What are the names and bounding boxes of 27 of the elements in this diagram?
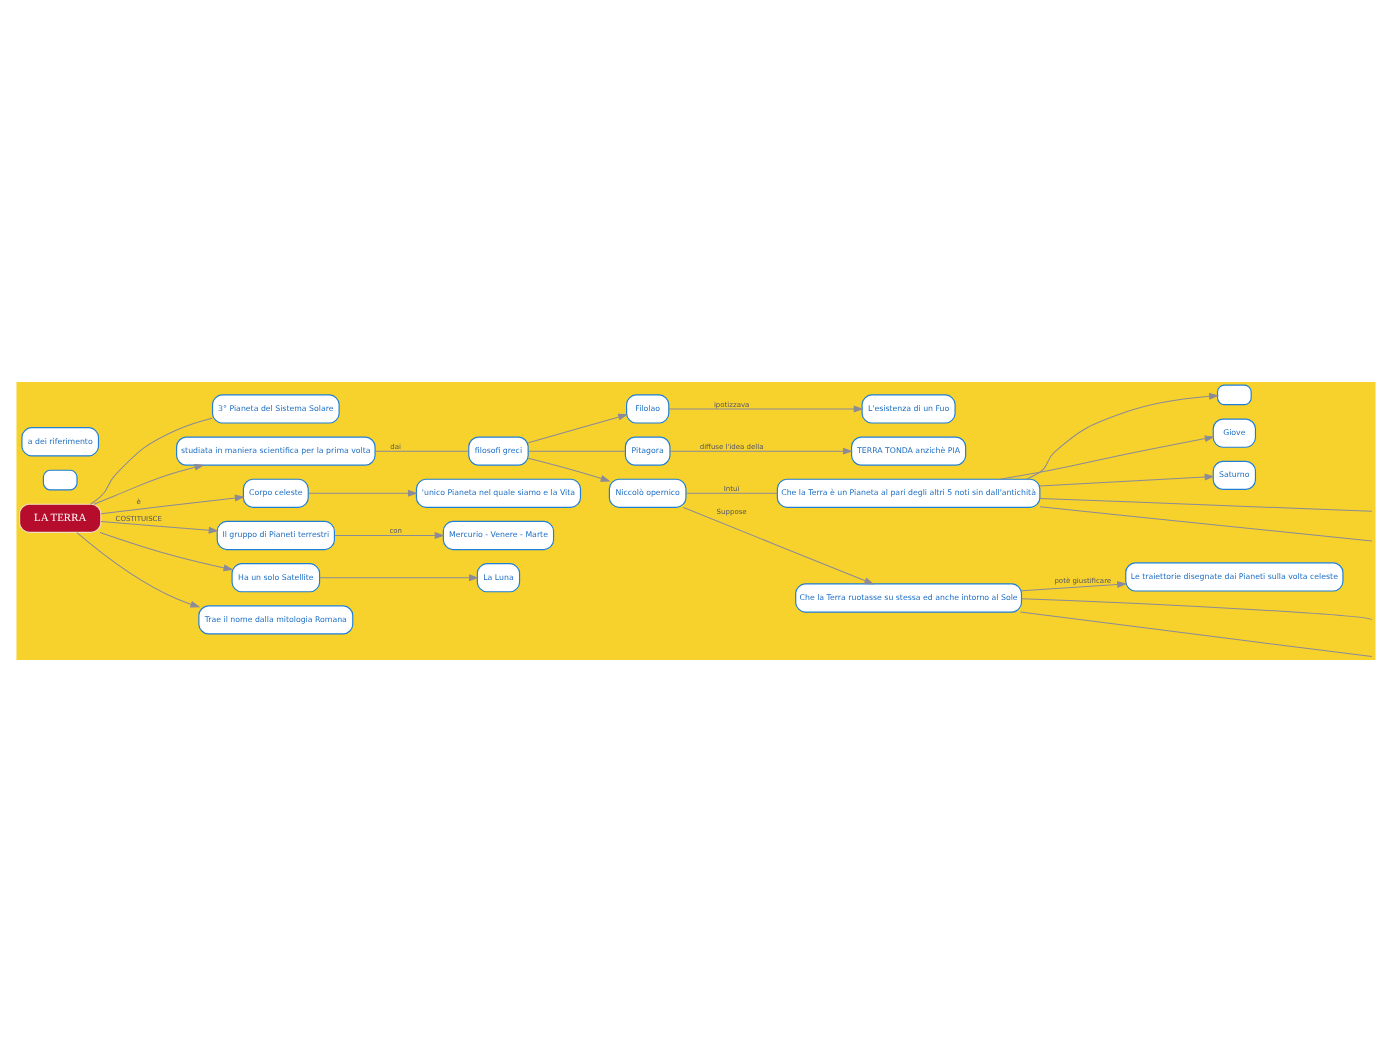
connector bbox=[1021, 597, 1373, 620]
arrow bbox=[334, 531, 445, 538]
arrow bbox=[682, 505, 875, 584]
arrow bbox=[999, 434, 1215, 479]
connector bbox=[90, 416, 213, 504]
arrow bbox=[669, 446, 853, 454]
arrow bbox=[100, 520, 219, 533]
connector bbox=[1019, 610, 1373, 657]
connector bbox=[1039, 505, 1373, 541]
connector bbox=[685, 491, 778, 493]
arrow bbox=[527, 456, 611, 481]
node-box bbox=[1216, 383, 1252, 405]
arrow bbox=[100, 493, 245, 514]
arrow bbox=[527, 412, 629, 443]
arrow bbox=[307, 488, 418, 496]
arrow bbox=[93, 462, 205, 504]
connector bbox=[1039, 496, 1373, 511]
connector bbox=[374, 449, 470, 451]
arrow bbox=[1039, 472, 1215, 486]
arrow bbox=[1026, 391, 1219, 479]
arrow bbox=[668, 404, 864, 412]
arrow bbox=[319, 573, 479, 581]
arrow bbox=[1021, 580, 1128, 591]
arrow bbox=[99, 530, 234, 571]
arrow bbox=[76, 531, 201, 607]
connector bbox=[527, 449, 626, 451]
node-box bbox=[42, 468, 78, 490]
